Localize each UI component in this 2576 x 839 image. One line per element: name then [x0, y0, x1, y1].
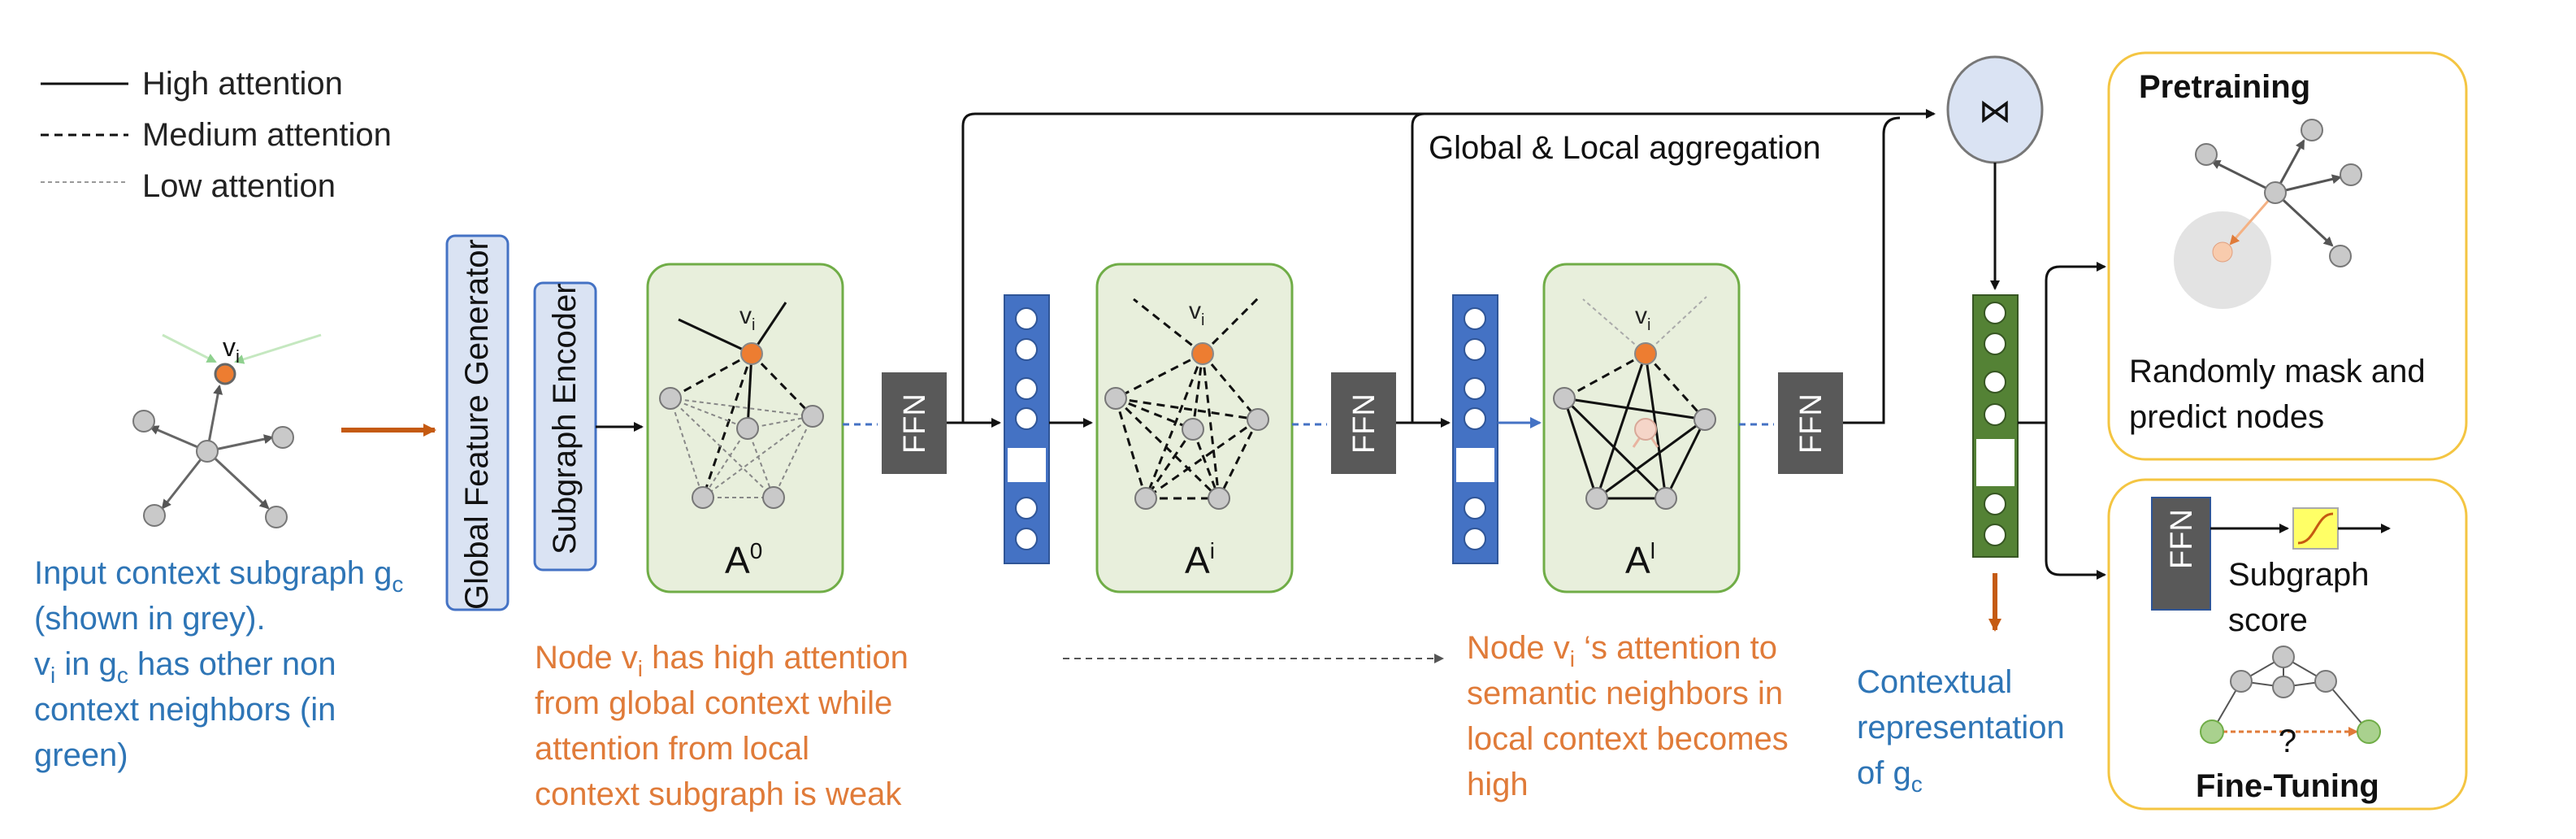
- legend-medium-label: Medium attention: [142, 117, 392, 153]
- svg-text:vi: vi: [223, 333, 240, 367]
- svg-text:attention from local: attention from local: [535, 731, 809, 767]
- svg-text:FFN: FFN: [1794, 393, 1828, 454]
- legend: High attention Medium attention Low atte…: [41, 66, 392, 204]
- svg-text:Input context subgraph gc: Input context subgraph gc: [34, 555, 403, 597]
- contextual-caption: Contextual representation of gc: [1857, 664, 2065, 797]
- pretraining-panel: Pretraining Randomly mask and predict no…: [2107, 51, 2468, 461]
- svg-text:FFN: FFN: [898, 393, 932, 454]
- embedding-vector-2: [1452, 294, 1498, 564]
- svg-text:Node vi has high attention: Node vi has high attention: [535, 640, 909, 681]
- svg-text:local context becomes: local context becomes: [1467, 721, 1789, 757]
- ffn-block-1: FFN: [882, 372, 947, 474]
- ffn-block-2: FFN: [1331, 372, 1396, 474]
- aggregation-operator: ⋈: [1946, 55, 2044, 164]
- svg-text:FFN: FFN: [2165, 509, 2199, 569]
- svg-text:Randomly mask and: Randomly mask and: [2129, 354, 2426, 389]
- aggregation-connections: Global & Local aggregation: [961, 109, 1936, 424]
- svg-text:vi in gc has other non: vi in gc has other non: [34, 646, 336, 688]
- svg-text:Node vi ‘s attention to: Node vi ‘s attention to: [1467, 630, 1777, 672]
- legend-low-label: Low attention: [142, 168, 336, 204]
- svg-text:predict nodes: predict nodes: [2129, 399, 2324, 435]
- svg-text:score: score: [2228, 602, 2308, 638]
- subgraph-encoder: Subgraph Encoder: [533, 281, 597, 572]
- input-caption: Input context subgraph gc (shown in grey…: [34, 555, 403, 773]
- output-branches: [2018, 262, 2106, 580]
- contextual-vector: [1972, 294, 2019, 558]
- svg-text:vi: vi: [1189, 298, 1204, 329]
- attention-box-ai: vi Ai: [1095, 263, 1294, 593]
- svg-text:semantic neighbors in: semantic neighbors in: [1467, 676, 1783, 711]
- svg-text:vi: vi: [1635, 302, 1650, 334]
- embedding-vector-1: [1004, 294, 1050, 564]
- svg-text:vi: vi: [739, 302, 755, 334]
- svg-text:A0: A0: [725, 538, 762, 581]
- svg-text:FFN: FFN: [1347, 393, 1381, 454]
- input-subgraph: vi: [132, 333, 322, 528]
- svg-text:Subgraph: Subgraph: [2228, 557, 2369, 593]
- target-node: [214, 363, 236, 385]
- ffn-block-3: FFN: [1778, 372, 1843, 474]
- svg-text:Contextual: Contextual: [1857, 664, 2012, 700]
- legend-high-label: High attention: [142, 66, 343, 102]
- svg-text:high: high: [1467, 767, 1529, 802]
- svg-text:context neighbors (in: context neighbors (in: [34, 692, 336, 728]
- join-symbol: ⋈: [1979, 93, 2011, 129]
- finetuning-panel: FFN Subgraph score ? Fine-Tuning: [2107, 478, 2468, 811]
- svg-text:representation: representation: [1857, 710, 2065, 746]
- svg-text:of gc: of gc: [1857, 755, 1923, 797]
- svg-text:Pretraining: Pretraining: [2139, 69, 2310, 105]
- svg-text:green): green): [34, 737, 128, 773]
- svg-text:Ai: Ai: [1185, 538, 1215, 581]
- attention-box-a0: vi A0: [646, 263, 844, 593]
- aggregation-label: Global & Local aggregation: [1429, 130, 1821, 166]
- caption-node-semantic: Node vi ‘s attention to semantic neighbo…: [1467, 630, 1789, 802]
- svg-text:Global Feature Generator: Global Feature Generator: [459, 239, 495, 610]
- global-feature-generator: Global Feature Generator: [445, 234, 510, 611]
- svg-text:Al: Al: [1625, 538, 1655, 581]
- svg-text:?: ?: [2279, 724, 2296, 759]
- svg-text:(shown in grey).: (shown in grey).: [34, 601, 266, 637]
- attention-box-al: vi Al: [1542, 263, 1741, 593]
- svg-text:Fine-Tuning: Fine-Tuning: [2196, 768, 2379, 804]
- svg-text:context subgraph is weak: context subgraph is weak: [535, 776, 902, 812]
- svg-text:from global context while: from global context while: [535, 685, 892, 721]
- svg-text:Subgraph Encoder: Subgraph Encoder: [547, 283, 583, 554]
- caption-node-high: Node vi has high attention from global c…: [535, 640, 909, 812]
